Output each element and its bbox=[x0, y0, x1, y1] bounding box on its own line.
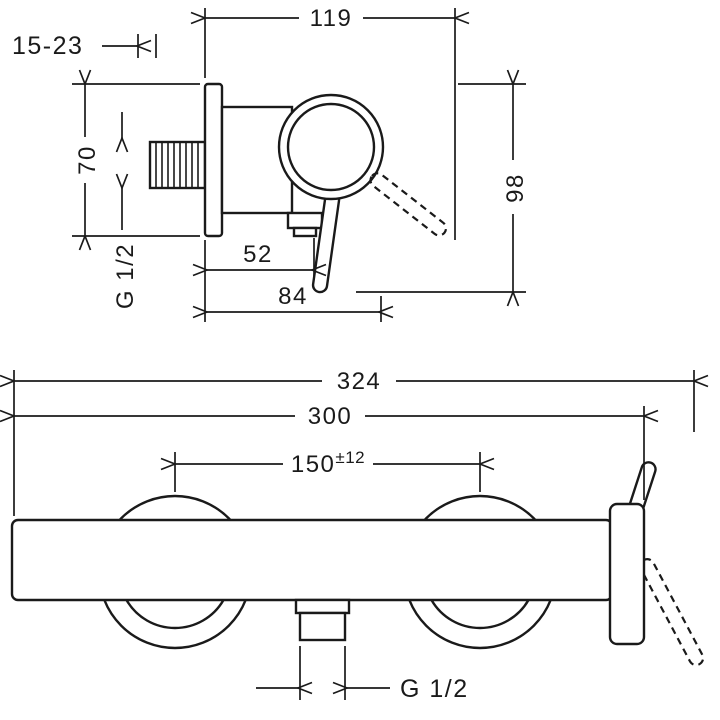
outlet-collar-front bbox=[294, 598, 351, 615]
flange-right-inner-arc bbox=[430, 599, 530, 630]
lever-dashed-front bbox=[639, 558, 705, 667]
dim-70-label: 70 bbox=[74, 145, 101, 175]
dim-98-label: 98 bbox=[502, 173, 529, 203]
thread-hatch-lines bbox=[155, 142, 199, 188]
thread-label-g12-side: G 1/2 bbox=[112, 112, 139, 309]
outlet-front bbox=[294, 598, 351, 642]
body-bar bbox=[10, 518, 614, 602]
flange-left-inner-arc bbox=[125, 599, 225, 630]
dim-84-label: 84 bbox=[278, 283, 308, 310]
outlet-thread-label: G 1/2 bbox=[400, 675, 469, 703]
handle-knob-inner bbox=[286, 102, 376, 192]
dim-hole-centers-150: 150±12 bbox=[175, 448, 480, 492]
dim-projection-119: 119 bbox=[205, 5, 455, 240]
dim-324-label: 324 bbox=[337, 368, 382, 395]
dim-150-tolerance: ±12 bbox=[335, 448, 365, 467]
dim-total-width-324: 324 bbox=[14, 368, 694, 516]
dim-52-label: 52 bbox=[243, 241, 273, 268]
inlet-thread-label: G 1/2 bbox=[112, 243, 139, 309]
dim-150-value: 150 bbox=[291, 451, 336, 478]
dim-total-height-98: 98 bbox=[356, 84, 529, 292]
dim-body-width-300: 300 bbox=[14, 403, 644, 500]
wall-union-body bbox=[148, 140, 207, 190]
lever-dashed-side bbox=[369, 172, 448, 237]
escutcheon-side bbox=[203, 82, 224, 238]
dim-depth-range-15-23: 15-23 bbox=[12, 32, 157, 60]
dim-150-label: 150±12 bbox=[291, 448, 365, 478]
front-view: 324 300 150±12 G 1/2 bbox=[12, 368, 706, 703]
outlet-nipple-side bbox=[292, 226, 318, 238]
wall-union-hatch bbox=[148, 140, 207, 190]
dim-15-23-label: 15-23 bbox=[12, 32, 83, 60]
lever-solid-side bbox=[311, 191, 341, 294]
outlet-side bbox=[286, 211, 324, 238]
dim-300-label: 300 bbox=[308, 403, 353, 430]
dim-119-label: 119 bbox=[310, 5, 353, 32]
dim-height-70: 70 bbox=[72, 84, 200, 236]
control-unit-front bbox=[608, 502, 646, 646]
outlet-thread-front bbox=[298, 611, 347, 642]
side-view: 119 15-23 70 G 1/2 52 bbox=[12, 5, 529, 322]
handle-knob-outer bbox=[277, 93, 385, 201]
outlet-collar-side bbox=[286, 211, 324, 230]
dim-lever-projection-84: 84 bbox=[207, 283, 381, 322]
dim-outlet-g12-front: G 1/2 bbox=[256, 646, 469, 703]
